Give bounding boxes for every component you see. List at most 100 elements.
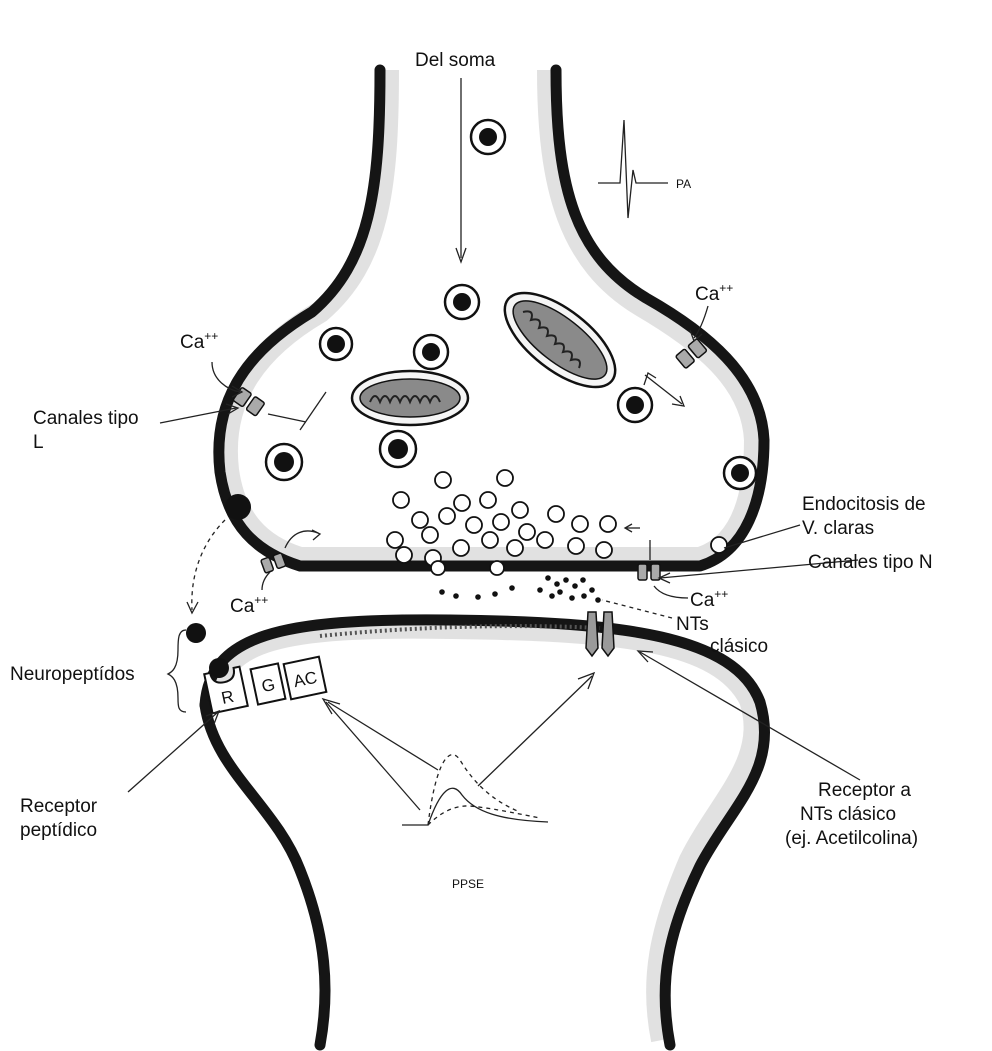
neuropeptidos-label: Neuropeptídos — [10, 664, 135, 685]
clear-vesicle — [480, 492, 496, 508]
ca-label-bottom-left: Ca++ — [230, 593, 268, 617]
dense-vesicle — [266, 444, 302, 480]
ppse-trace-baseline — [402, 788, 548, 825]
ca-arrow-bottom-left — [262, 572, 270, 590]
neurotransmitter-dot — [589, 587, 595, 593]
action-potential-trace — [598, 120, 668, 218]
ppse-arrow-ac — [328, 702, 438, 770]
clear-vesicle — [507, 540, 523, 556]
del-soma-label: Del soma — [415, 50, 496, 71]
mitochondrion-left — [352, 371, 468, 425]
dense-vesicle-fusing — [225, 494, 251, 520]
ca-label-right: Ca++ — [695, 281, 733, 305]
receptor-nts-label-line2: NTs clásico — [800, 804, 896, 825]
neurotransmitter-dot — [549, 593, 555, 599]
neurotransmitter-dot — [581, 593, 587, 599]
dense-vesicle — [380, 431, 416, 467]
clear-vesicle — [412, 512, 428, 528]
neurotransmitter-dot — [509, 585, 515, 591]
neurotransmitter-dot — [475, 594, 481, 600]
ca-label-left: Ca++ — [180, 329, 218, 353]
neurotransmitter-dot — [545, 575, 551, 581]
nts-clasico-label-line1: NTs — [676, 614, 709, 635]
released-neuropeptides — [186, 623, 229, 678]
neurotransmitter-dot — [595, 597, 601, 603]
clear-vesicle — [497, 470, 513, 486]
endocytosis-vesicle — [711, 537, 727, 553]
released-neurotransmitters — [439, 575, 601, 603]
clear-vesicle — [435, 472, 451, 488]
clear-vesicle — [512, 502, 528, 518]
ca-label-n: Ca++ — [690, 587, 728, 611]
adenylate-cyclase-box: AC — [284, 657, 327, 700]
clear-vesicle — [387, 532, 403, 548]
dense-vesicle — [414, 335, 448, 369]
ppse-arrow-receptor — [478, 676, 592, 786]
dense-vesicle — [471, 120, 505, 154]
clear-vesicle — [600, 516, 616, 532]
clear-vesicle — [572, 516, 588, 532]
ca-symbol: Ca — [695, 284, 720, 305]
ca-symbol: Ca — [180, 332, 205, 353]
ca-charge: ++ — [204, 329, 218, 343]
receptor-nts-label-line3: (ej. Acetilcolina) — [785, 828, 918, 849]
clear-vesicle — [482, 532, 498, 548]
neurotransmitter-dot — [554, 581, 560, 587]
dense-vesicle-docked — [320, 328, 352, 360]
ppse-trace-dashed-low — [428, 806, 540, 825]
receptor-peptidico-label-line1: Receptor — [20, 796, 98, 817]
labels: Del soma PA Ca++ Ca++ Ca++ Ca++ Canales … — [10, 50, 933, 891]
neuropeptidos-bracket — [168, 630, 186, 712]
ca-symbol: Ca — [230, 596, 255, 617]
endocitosis-label-line1: Endocitosis de — [802, 494, 926, 515]
receptor-peptidico-leader — [128, 712, 218, 792]
dense-vesicle — [618, 388, 652, 422]
neurotransmitter-dot — [569, 595, 575, 601]
neurotransmitter-dot — [439, 589, 445, 595]
postsynaptic-membrane-left — [205, 705, 325, 1045]
dense-vesicle-docked — [724, 457, 756, 489]
ca-symbol: Ca — [690, 590, 715, 611]
clear-vesicle — [466, 517, 482, 533]
ca-charge: ++ — [719, 281, 733, 295]
nts-clasico-label-line2: clásico — [710, 636, 768, 657]
neuropeptide — [209, 658, 229, 678]
neurotransmitter-dot — [572, 583, 578, 589]
clear-vesicle — [493, 514, 509, 530]
pa-label: PA — [676, 177, 691, 191]
neurotransmitter-dot — [557, 589, 563, 595]
clear-vesicle — [439, 508, 455, 524]
receptor-nts-label-line1: Receptor a — [818, 780, 911, 801]
neuropeptide — [186, 623, 206, 643]
left-double-arrow — [300, 392, 326, 430]
clear-vesicle — [422, 527, 438, 543]
clear-vesicle — [596, 542, 612, 558]
receptor-peptidico-label-line2: peptídico — [20, 820, 97, 841]
clear-vesicle — [519, 524, 535, 540]
clear-vesicle — [548, 506, 564, 522]
canales-tipo-n-label: Canales tipo N — [808, 552, 933, 573]
clear-vesicle — [396, 547, 412, 563]
clear-vesicle — [393, 492, 409, 508]
ca-charge: ++ — [254, 593, 268, 607]
endocitosis-label-line2: V. claras — [802, 518, 874, 539]
ppse-label: PPSE — [452, 877, 484, 891]
canales-tipo-l-label-line2: L — [33, 432, 44, 453]
neurotransmitter-dot — [453, 593, 459, 599]
neurotransmitter-dot — [537, 587, 543, 593]
clear-vesicle — [453, 540, 469, 556]
docked-clear-vesicle — [431, 561, 445, 575]
docked-clear-vesicle — [490, 561, 504, 575]
neurotransmitter-dot — [563, 577, 569, 583]
canales-tipo-l-label-line1: Canales tipo — [33, 408, 139, 429]
clear-vesicle — [568, 538, 584, 554]
clear-vesicle — [537, 532, 553, 548]
ca-charge: ++ — [714, 587, 728, 601]
ca-arrow-n — [654, 586, 688, 598]
dense-vesicle — [445, 285, 479, 319]
g-protein-box: G — [251, 663, 286, 704]
clear-vesicle — [454, 495, 470, 511]
exocytosis-path — [192, 520, 225, 610]
neurotransmitter-dot — [492, 591, 498, 597]
